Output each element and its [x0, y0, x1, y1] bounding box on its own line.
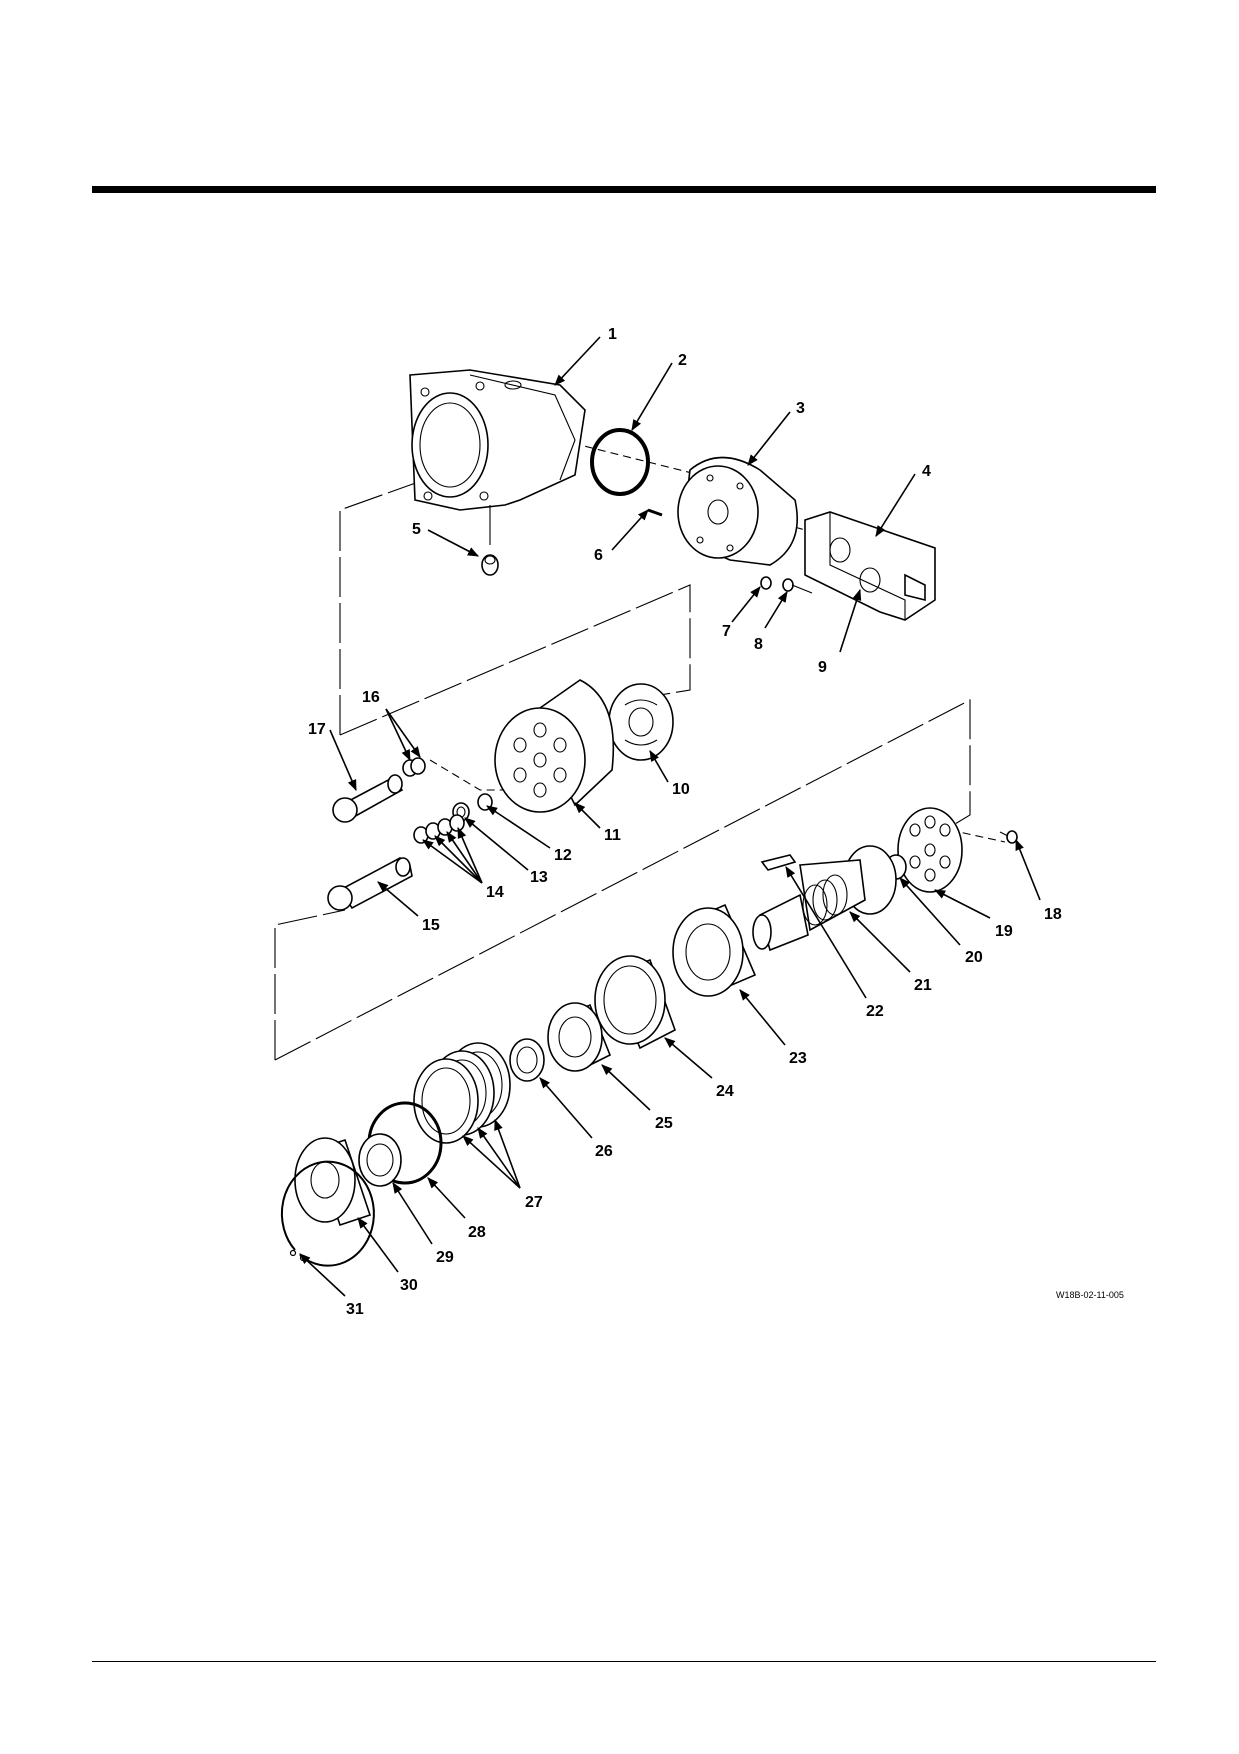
- callout-24: 24: [716, 1083, 734, 1100]
- part-11-cylinder-block: [494, 679, 615, 813]
- callout-7: 7: [722, 623, 731, 640]
- callout-8: 8: [754, 636, 763, 653]
- callout-labels: 1 2 3 4 5 6 7 8 9 10 11 12 13 14 15 16 1…: [308, 326, 1062, 1318]
- figure-id: W18B-02-11-005: [1056, 1290, 1124, 1300]
- callout-9: 9: [818, 659, 827, 676]
- callout-6: 6: [594, 547, 603, 564]
- part-21-drive-shaft: [752, 845, 897, 952]
- callout-12: 12: [554, 847, 572, 864]
- callout-15: 15: [422, 917, 440, 934]
- part-6-pin: [647, 508, 663, 517]
- callout-13: 13: [530, 869, 548, 886]
- callout-21: 21: [914, 977, 932, 994]
- callout-28: 28: [468, 1224, 486, 1241]
- header-rule: [92, 186, 1156, 193]
- callout-2: 2: [678, 352, 687, 369]
- part-18-screw: [999, 830, 1018, 844]
- callout-5: 5: [412, 521, 421, 538]
- part-3-port-block: [677, 456, 799, 566]
- part-24-bearing-cup: [594, 955, 676, 1050]
- part-16-rings: [402, 757, 426, 777]
- part-5-plug: [481, 554, 499, 576]
- callout-17: 17: [308, 721, 326, 738]
- part-19-retainer-plate: [897, 807, 963, 893]
- part-4-end-cover: [804, 511, 936, 621]
- callout-18: 18: [1044, 906, 1062, 923]
- part-22-key: [760, 854, 797, 871]
- callout-10: 10: [672, 781, 690, 798]
- part-26-nut: [509, 1038, 545, 1082]
- footer-rule: [92, 1661, 1156, 1662]
- part-14-ring-set: [413, 814, 465, 844]
- callout-16: 16: [362, 689, 380, 706]
- leader-lines: [299, 336, 1041, 1297]
- part-10-valve-plate: [608, 683, 674, 761]
- part-30-cover: [294, 1137, 372, 1227]
- part-17-piston: [332, 774, 404, 823]
- callout-14: 14: [486, 884, 504, 901]
- callout-11: 11: [604, 827, 621, 844]
- callout-31: 31: [346, 1301, 364, 1318]
- part-25-bearing-cone: [547, 1002, 612, 1072]
- callout-26: 26: [595, 1143, 613, 1160]
- callout-1: 1: [608, 326, 617, 343]
- part-29-seal: [358, 1133, 402, 1187]
- callout-19: 19: [995, 923, 1013, 940]
- callout-30: 30: [400, 1277, 418, 1294]
- callout-29: 29: [436, 1249, 454, 1266]
- part-7-seal: [760, 576, 772, 590]
- part-23-bearing: [672, 903, 757, 997]
- callout-22: 22: [866, 1003, 884, 1020]
- part-2-o-ring: [590, 428, 650, 496]
- callout-23: 23: [789, 1050, 807, 1067]
- callout-4: 4: [922, 463, 931, 480]
- part-1-housing: [409, 369, 586, 545]
- callout-3: 3: [796, 400, 805, 417]
- part-15-piston: [327, 857, 413, 911]
- callout-27: 27: [525, 1194, 543, 1211]
- part-27-shims: [413, 1042, 511, 1144]
- part-8-screw: [782, 578, 813, 594]
- callout-20: 20: [965, 949, 983, 966]
- callout-25: 25: [655, 1115, 673, 1132]
